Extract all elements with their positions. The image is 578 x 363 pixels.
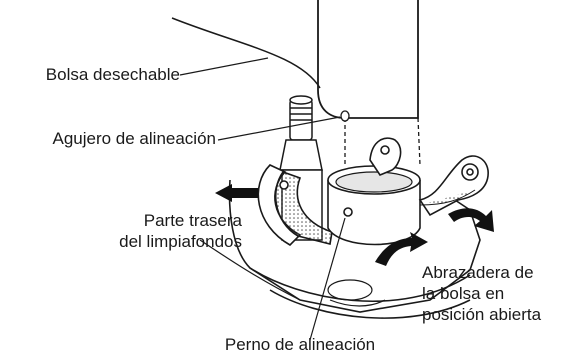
label-cleaner-back-line-2: del limpiafondos (119, 232, 242, 251)
label-alignment-hole: Agujero de alineación (52, 129, 216, 148)
leader-bag-curve (171, 17, 321, 89)
label-cleaner-back: Parte trasera del limpiafondos (80, 210, 242, 252)
cleaner-back-shell (257, 164, 333, 246)
label-bag-clamp-line-2: la bolsa en (422, 284, 505, 303)
label-bag-clamp-line-1: Abrazadera de (422, 263, 534, 282)
arrow-back (215, 184, 258, 202)
label-disposable-bag: Bolsa desechable (45, 65, 180, 84)
leader-agujero (217, 116, 341, 141)
leader-perno (309, 217, 346, 341)
label-alignment-pin: Perno de alineación (224, 335, 376, 354)
arrow-clamp-right (448, 208, 494, 232)
label-bag-clamp: Abrazadera de la bolsa en posición abier… (422, 262, 574, 325)
label-bag-clamp-line-3: posición abierta (422, 305, 542, 324)
clamp-arms (369, 137, 489, 217)
leader-lines (171, 17, 346, 341)
bag-clamp-ring (327, 165, 421, 246)
label-cleaner-back-line-1: Parte trasera (143, 211, 242, 230)
disposable-bag (317, 0, 421, 166)
leader-bolsa (179, 57, 269, 76)
arrow-clamp-left (375, 232, 428, 266)
